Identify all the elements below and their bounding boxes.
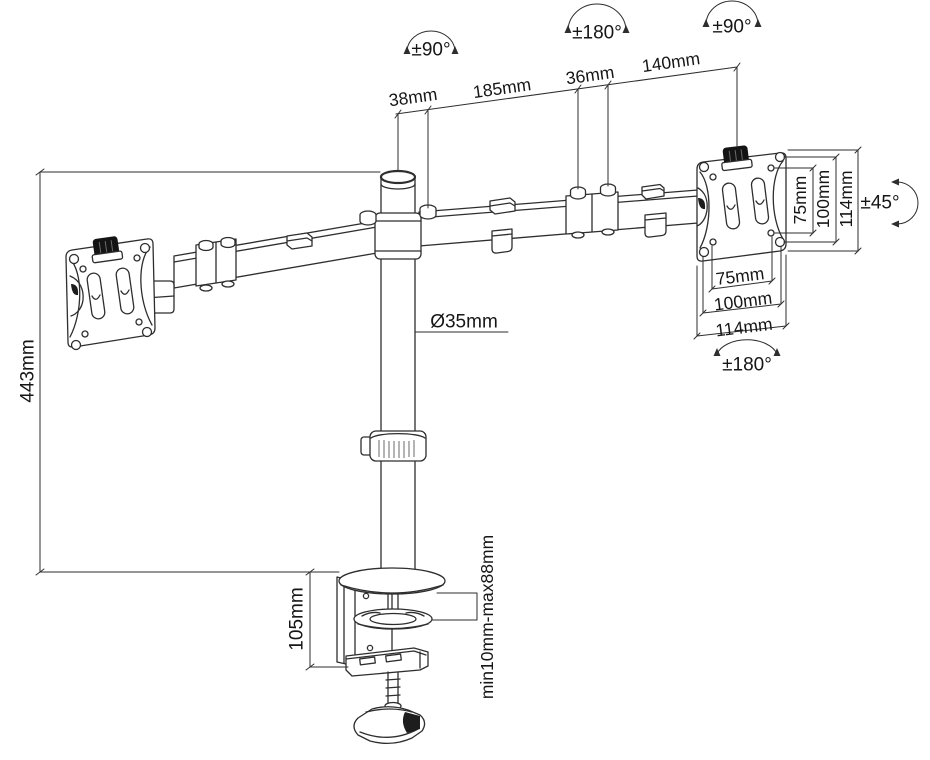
dim-label-vesa-v100: 100mm bbox=[813, 170, 833, 228]
dim-clamp-height bbox=[305, 568, 349, 671]
rotation-label-vesa-pan: ±180° bbox=[722, 355, 772, 376]
dim-label-vesa-h100: 100mm bbox=[713, 288, 773, 315]
rotation-label-vesa-tilt: ±45° bbox=[860, 193, 899, 214]
vesa-hole bbox=[698, 161, 710, 173]
rotation-label-pole: ±90° bbox=[411, 40, 450, 61]
vesa-plate-left bbox=[65, 236, 156, 351]
vesa-hole bbox=[774, 151, 786, 163]
vesa-hole bbox=[135, 318, 143, 326]
clamp-bottom-jaw bbox=[345, 647, 429, 677]
vesa-hole bbox=[139, 242, 151, 254]
vesa-hole bbox=[141, 326, 153, 338]
vesa-hole bbox=[698, 246, 710, 258]
pole-top-cap bbox=[379, 169, 417, 185]
dim-label-443mm: 443mm bbox=[18, 339, 39, 402]
clamp-hole bbox=[366, 644, 374, 652]
vesa-hole bbox=[774, 236, 786, 248]
dim-label-diameter: Ø35mm bbox=[430, 312, 498, 333]
cable-clip bbox=[286, 232, 313, 250]
vesa-hole bbox=[70, 339, 82, 351]
vesa-hole bbox=[68, 253, 80, 265]
dim-vesa-vertical bbox=[774, 146, 862, 255]
dim-top-chain bbox=[394, 62, 741, 209]
dim-pole-height bbox=[35, 168, 381, 576]
dim-clamp-range-bracket bbox=[431, 592, 478, 621]
clamp-bracket bbox=[336, 576, 356, 667]
dim-label-vesa-h114: 114mm bbox=[714, 314, 773, 341]
vesa-knob-right bbox=[721, 145, 753, 172]
vesa-hole bbox=[709, 173, 717, 181]
dim-label-140mm: 140mm bbox=[641, 48, 702, 76]
vesa-plate-right bbox=[696, 145, 787, 262]
vesa-hole bbox=[133, 254, 141, 262]
vesa-hole bbox=[79, 265, 87, 273]
rotation-arc-pole bbox=[403, 30, 459, 54]
rotation-arc-vesa-pan bbox=[713, 339, 781, 356]
clamp-hole bbox=[362, 592, 370, 600]
dim-label-185mm: 185mm bbox=[472, 74, 533, 102]
rotation-arc-elbow bbox=[564, 3, 630, 33]
vesa-knob-left bbox=[91, 236, 124, 264]
dim-vesa-horizontal bbox=[693, 236, 790, 340]
dim-label-105mm: 105mm bbox=[287, 587, 308, 650]
rotation-label-elbow: ±180° bbox=[572, 23, 622, 44]
pole-collar bbox=[359, 204, 437, 260]
monitor-arm-right bbox=[418, 183, 699, 254]
rotation-arc-vesa-tilt bbox=[891, 178, 919, 228]
dim-label-clamp-range: min10mm-max88mm bbox=[477, 535, 497, 699]
pole bbox=[359, 169, 437, 573]
rotation-arc-vesa-top bbox=[702, 0, 762, 27]
desk-clamp bbox=[336, 567, 446, 745]
cable-clip bbox=[489, 197, 516, 215]
desk-plate bbox=[338, 567, 446, 595]
cable-clip bbox=[641, 183, 665, 200]
cable-clip bbox=[644, 212, 667, 238]
monitor-arm-left bbox=[145, 220, 378, 314]
vesa-hole bbox=[81, 330, 89, 338]
vesa-hole bbox=[767, 164, 775, 172]
clamp-knob bbox=[353, 706, 426, 745]
cable-clip bbox=[491, 228, 513, 254]
clamp-pad bbox=[353, 608, 433, 630]
dim-label-vesa-v114: 114mm bbox=[836, 170, 856, 227]
vesa-hole bbox=[709, 238, 717, 246]
rotation-label-vesa-top: ±90° bbox=[712, 17, 751, 38]
dim-label-vesa-h75: 75mm bbox=[715, 263, 766, 289]
dim-label-vesa-v75: 75mm bbox=[790, 176, 810, 225]
vesa-hole bbox=[767, 229, 775, 237]
pole-adjustment-ring bbox=[360, 430, 427, 462]
